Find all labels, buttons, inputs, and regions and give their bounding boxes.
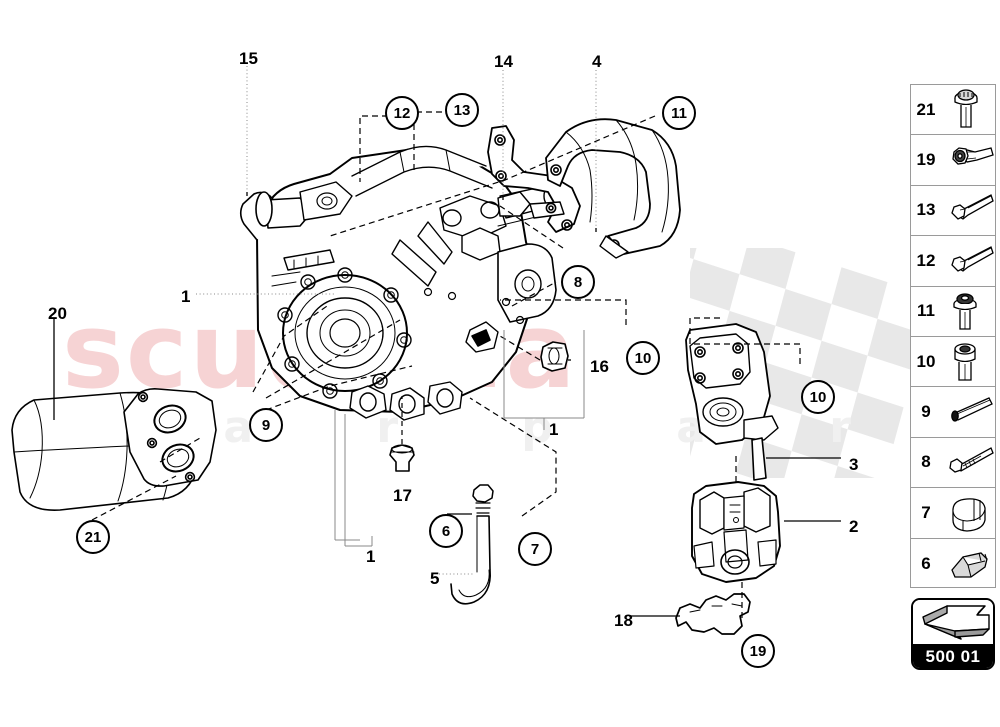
long-thin-bolt-icon: [941, 438, 995, 487]
long-hex-bolt-icon: [941, 236, 995, 285]
legend-row-12[interactable]: 12: [911, 236, 995, 287]
hose-clamp-icon: [941, 488, 995, 537]
legend-row-13[interactable]: 13: [911, 186, 995, 237]
legend-number: 13: [916, 200, 936, 220]
callout-20: 20: [48, 304, 67, 323]
legend-number: 21: [916, 99, 936, 119]
legend-number: 8: [921, 452, 931, 472]
callout-15: 15: [239, 49, 258, 68]
dowel-pin-icon: [941, 387, 995, 436]
legend-row-7[interactable]: 7: [911, 488, 995, 539]
callout-14: 14: [494, 52, 513, 71]
legend-row-21[interactable]: 21: [911, 85, 995, 136]
legend-row-8[interactable]: 8: [911, 438, 995, 489]
legend-row-10[interactable]: 10: [911, 337, 995, 388]
callout-3: 3: [849, 455, 859, 474]
parts-legend: 21 19: [910, 84, 996, 588]
legend-number: 9: [921, 402, 931, 422]
long-hex-bolt-icon: [941, 186, 995, 235]
callout-4: 4: [592, 52, 602, 71]
callout-6[interactable]: 6: [429, 514, 463, 548]
legend-number: 6: [921, 553, 931, 573]
3d-arrow-left-icon: [913, 600, 993, 644]
socket-head-bolt-icon: [941, 337, 995, 386]
callout-10-center[interactable]: 10: [626, 341, 660, 375]
legend-number: 19: [916, 150, 936, 170]
callout-8[interactable]: 8: [561, 265, 595, 299]
callout-16: 16: [590, 357, 609, 376]
callout-7[interactable]: 7: [518, 532, 552, 566]
legend-row-19[interactable]: 19: [911, 135, 995, 186]
callout-11[interactable]: 11: [662, 96, 696, 130]
callout-17: 17: [393, 486, 412, 505]
callout-18: 18: [614, 611, 633, 630]
collar-bolt-icon: [941, 287, 995, 336]
legend-row-11[interactable]: 11: [911, 287, 995, 337]
callout-2: 2: [849, 517, 859, 536]
callout-10-right[interactable]: 10: [801, 380, 835, 414]
callout-1-left: 1: [181, 287, 191, 306]
callout-13[interactable]: 13: [445, 93, 479, 127]
legend-number: 10: [916, 351, 936, 371]
flange-bolt-icon: [941, 85, 995, 134]
legend-row-9[interactable]: 9: [911, 387, 995, 438]
legend-row-6[interactable]: 6: [911, 539, 995, 589]
hex-flange-screw-icon: [941, 135, 995, 184]
legend-number: 11: [917, 301, 935, 321]
callout-9[interactable]: 9: [249, 408, 283, 442]
callout-19[interactable]: 19: [741, 634, 775, 668]
callout-1-bottom: 1: [366, 547, 376, 566]
callout-5: 5: [430, 569, 440, 588]
diagram-section-badge[interactable]: 500 01: [911, 598, 995, 670]
legend-number: 12: [916, 250, 936, 270]
legend-number: 7: [921, 502, 931, 522]
retaining-clip-icon: [941, 539, 995, 589]
callout-12[interactable]: 12: [385, 96, 419, 130]
badge-label: 500 01: [913, 644, 993, 668]
callout-21[interactable]: 21: [76, 520, 110, 554]
callout-1-right: 1: [549, 420, 559, 439]
